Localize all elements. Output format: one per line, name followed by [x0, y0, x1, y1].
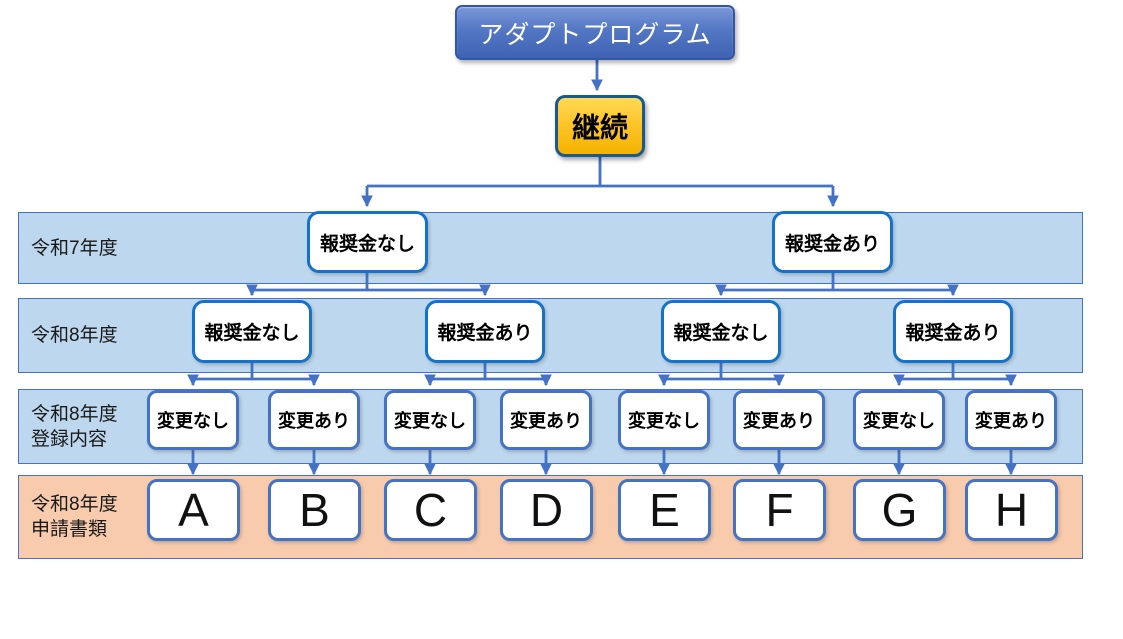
- r7-node-1: 報奨金なし: [307, 211, 428, 273]
- root-node-keizoku: 継続: [555, 95, 645, 157]
- doc-node-f: F: [733, 479, 826, 541]
- band-label-documents-line1: 令和8年度: [31, 494, 118, 515]
- doc-node-a: A: [147, 479, 240, 541]
- doc-node-h: H: [965, 479, 1058, 541]
- reg-node-6: 変更あり: [733, 390, 825, 450]
- reg-node-8: 変更あり: [965, 390, 1057, 450]
- reg-node-4: 変更あり: [500, 390, 592, 450]
- r7-node-2: 報奨金あり: [772, 211, 893, 273]
- band-label-reiwa8: 令和8年度: [31, 325, 118, 346]
- reg-node-5: 変更なし: [618, 390, 710, 450]
- doc-node-g: G: [853, 479, 946, 541]
- band-label-reiwa7: 令和7年度: [31, 237, 118, 259]
- band-label-registration-line1: 令和8年度: [31, 403, 118, 425]
- doc-node-d: D: [500, 479, 593, 541]
- band-reiwa7: 令和7年度: [18, 212, 1083, 284]
- band-label-documents-line2: 申請書類: [31, 519, 108, 540]
- reg-node-7: 変更なし: [853, 390, 945, 450]
- reg-node-1: 変更なし: [147, 390, 239, 450]
- reg-node-3: 変更なし: [384, 390, 476, 450]
- doc-node-c: C: [384, 479, 477, 541]
- band-label-registration-line2: 登録内容: [31, 428, 108, 450]
- title-box: アダプトプログラム: [455, 5, 735, 60]
- reg-node-2: 変更あり: [268, 390, 360, 450]
- r8-node-4: 報奨金あり: [893, 300, 1013, 363]
- doc-node-e: E: [618, 479, 711, 541]
- doc-node-b: B: [268, 479, 361, 541]
- r8-node-3: 報奨金なし: [661, 300, 781, 363]
- r8-node-2: 報奨金あり: [425, 300, 545, 363]
- r8-node-1: 報奨金なし: [192, 300, 312, 363]
